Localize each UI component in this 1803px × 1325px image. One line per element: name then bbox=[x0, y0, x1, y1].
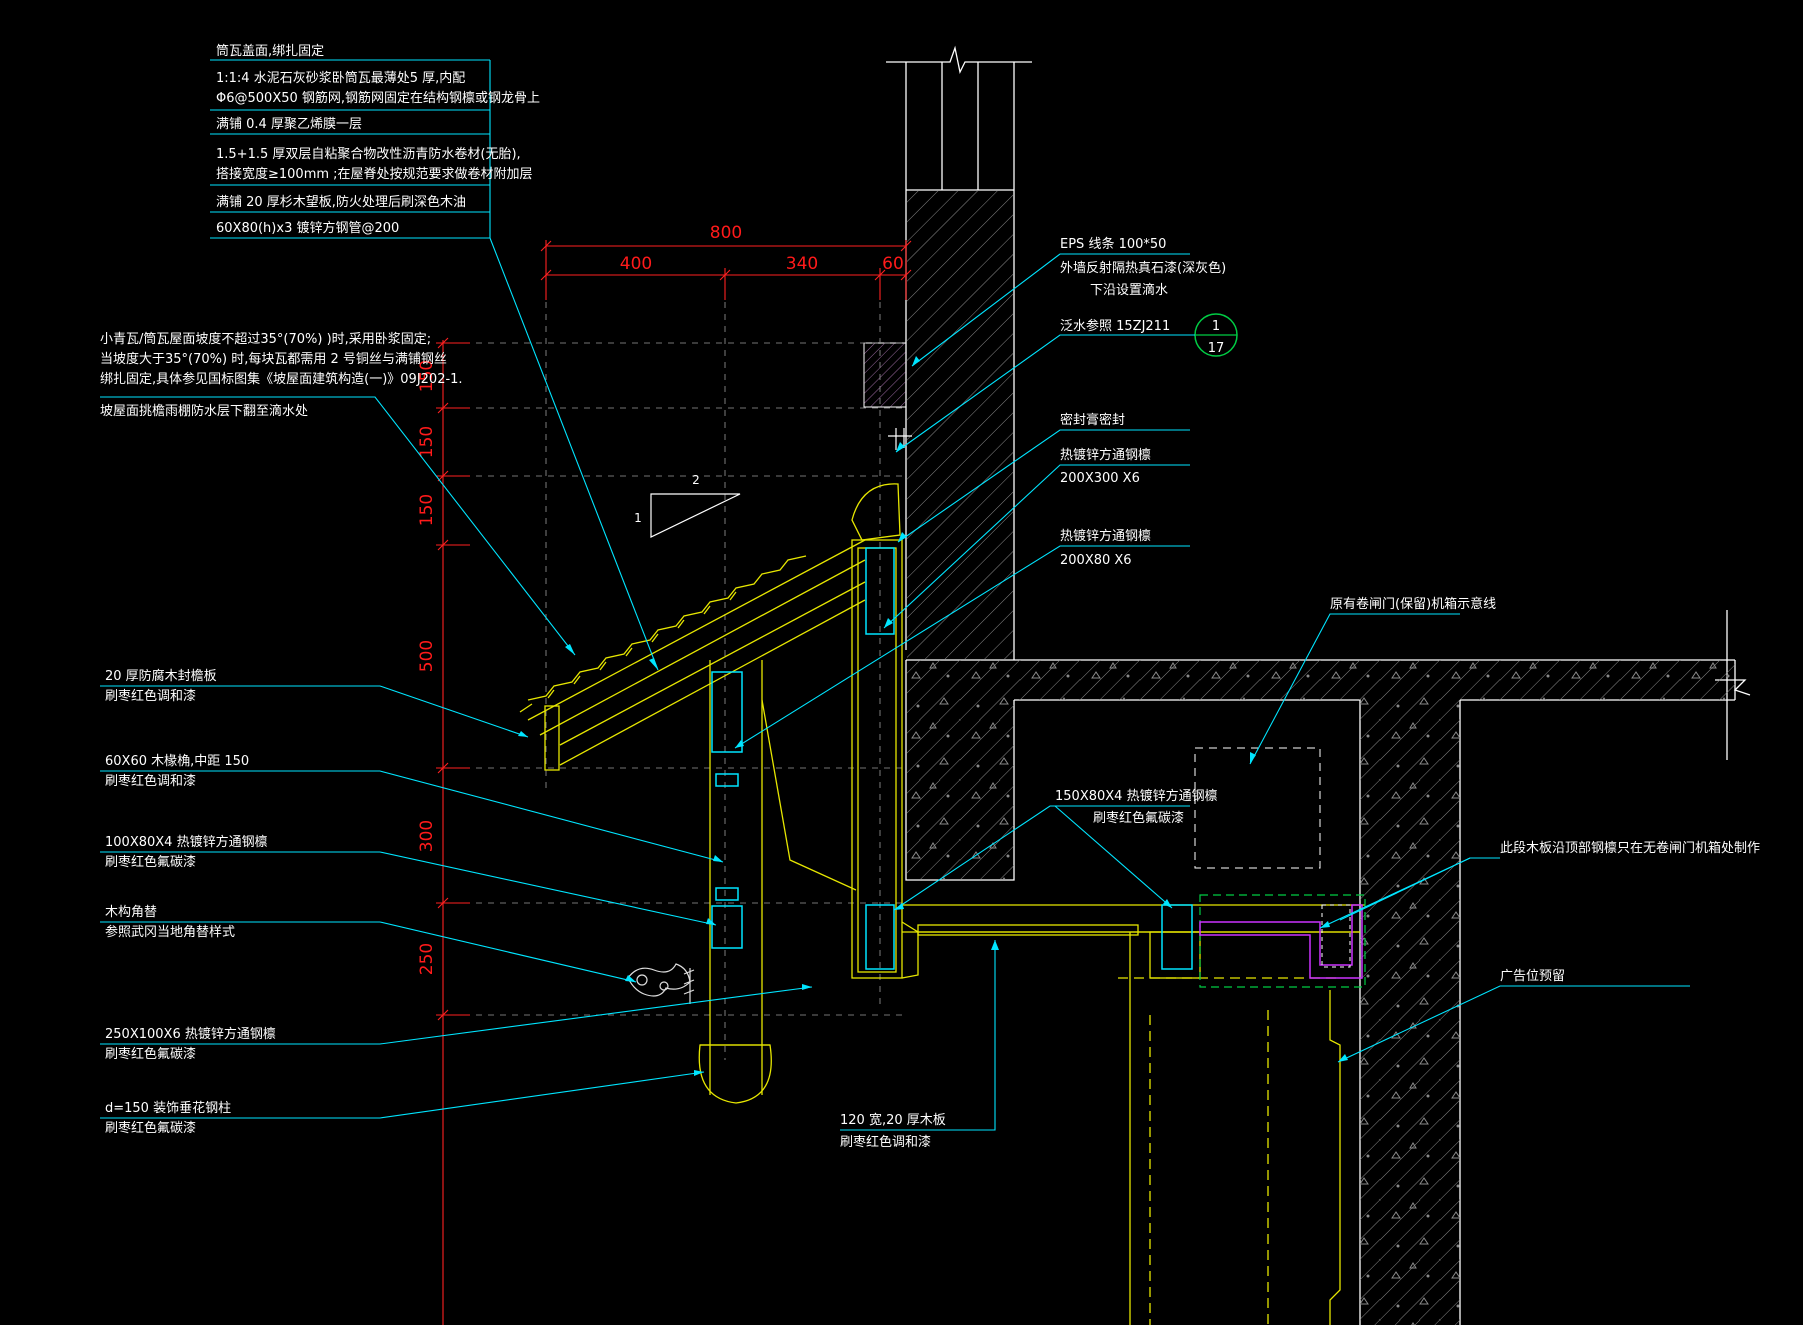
spec-row-3-line-2: 搭接宽度≥100mm ;在屋脊处按规范要求做卷材附加层 bbox=[216, 166, 533, 182]
slope-run-label: 2 bbox=[692, 473, 700, 487]
spec-row-5: 60X80(h)x3 镀锌方钢管@200 bbox=[216, 220, 399, 236]
callout-rafter-2: 刷枣红色调和漆 bbox=[105, 773, 196, 789]
slope-note-line-2: 当坡度大于35°(70%) 时,每块瓦都需用 2 号铜丝与满铺钢丝 bbox=[100, 351, 447, 367]
spec-row-2: 满铺 0.4 厚聚乙烯膜一层 bbox=[216, 117, 362, 132]
callout-steel-150x80-1: 150X80X4 热镀锌方通钢檩 bbox=[1055, 788, 1218, 804]
slope-note-line-3: 绑扎固定,具体参见国标图集《坡屋面建筑构造(一)》09J202-1. bbox=[100, 371, 463, 387]
callout-steel-200x80-1: 热镀锌方通钢檩 bbox=[1060, 528, 1151, 544]
callout-fascia-2: 刷枣红色调和漆 bbox=[105, 688, 196, 704]
slope-note: 小青瓦/筒瓦屋面坡度不超过35°(70%) )时,采用卧浆固定; 当坡度大于35… bbox=[100, 331, 463, 419]
construction-grid bbox=[440, 290, 906, 1060]
callout-flashing: 泛水参照 15ZJ211 bbox=[1060, 318, 1170, 334]
spec-table-title: 筒瓦盖面,绑扎固定 bbox=[216, 43, 324, 59]
dim-height-2: 150 bbox=[417, 426, 437, 458]
callout-steel-200x80-2: 200X80 X6 bbox=[1060, 553, 1132, 568]
dim-total-width: 800 bbox=[710, 223, 742, 243]
callout-purlin-2: 刷枣红色氟碳漆 bbox=[105, 854, 196, 870]
callout-board-2: 刷枣红色调和漆 bbox=[840, 1134, 931, 1150]
slope-note-line-5: 坡屋面挑檐雨棚防水层下翻至滴水处 bbox=[100, 403, 308, 419]
callout-beam-2: 刷枣红色氟碳漆 bbox=[105, 1046, 196, 1062]
callout-purlin-1: 100X80X4 热镀锌方通钢檩 bbox=[105, 834, 268, 850]
slope-note-line-1: 小青瓦/筒瓦屋面坡度不超过35°(70%) )时,采用卧浆固定; bbox=[100, 331, 431, 347]
callout-eps-1: EPS 线条 100*50 bbox=[1060, 236, 1166, 252]
callout-bracket-1: 木构角替 bbox=[105, 905, 157, 920]
callout-eps-3: 下沿设置滴水 bbox=[1090, 282, 1168, 298]
callout-bracket-2: 参照武冈当地角替样式 bbox=[105, 924, 235, 940]
roller-shutter-box bbox=[1194, 747, 1321, 869]
dim-width-3: 60 bbox=[882, 254, 904, 274]
callout-eps-2: 外墙反射隔热真石漆(深灰色) bbox=[1060, 260, 1226, 276]
dim-height-3: 150 bbox=[417, 494, 437, 526]
callout-steel-150x80-2: 刷枣红色氟碳漆 bbox=[1093, 810, 1184, 826]
callout-billboard: 广告位预留 bbox=[1500, 969, 1565, 984]
canopy-structure bbox=[519, 483, 1365, 1325]
dim-height-6: 250 bbox=[417, 943, 437, 975]
callout-column-1: d=150 装饰垂花钢柱 bbox=[105, 1100, 231, 1116]
spec-table: 筒瓦盖面,绑扎固定 1:1:4 水泥石灰砂浆卧筒瓦最薄处5 厚,内配 Φ6@50… bbox=[210, 43, 540, 239]
callout-steel-200x300-1: 热镀锌方通钢檩 bbox=[1060, 447, 1151, 463]
detail-marker-bottom: 17 bbox=[1208, 341, 1225, 356]
callout-fascia-1: 20 厚防腐木封檐板 bbox=[105, 668, 217, 684]
shutter-wood-zone bbox=[1199, 894, 1366, 988]
dim-width-1: 400 bbox=[620, 254, 652, 274]
callout-beam-1: 250X100X6 热镀锌方通钢檩 bbox=[105, 1026, 276, 1042]
spec-row-4: 满铺 20 厚杉木望板,防火处理后刷深色木油 bbox=[216, 194, 466, 210]
callout-steel-200x300-2: 200X300 X6 bbox=[1060, 471, 1140, 486]
callout-sealant: 密封膏密封 bbox=[1060, 412, 1125, 428]
wood-bracket-ornament bbox=[627, 963, 695, 1004]
spec-row-3-line-1: 1.5+1.5 厚双层自粘聚合物改性沥青防水卷材(无胎), bbox=[216, 146, 521, 162]
concrete-slab-hatch bbox=[907, 660, 1735, 1325]
callout-shutter-box: 原有卷闸门(保留)机箱示意线 bbox=[1330, 596, 1496, 612]
upper-wall-hatch bbox=[907, 191, 1013, 659]
slope-indicator bbox=[650, 493, 741, 538]
callout-rafter-1: 60X60 木椽桷,中距 150 bbox=[105, 754, 249, 769]
callout-board-1: 120 宽,20 厚木板 bbox=[840, 1112, 946, 1128]
leader-arrowheads bbox=[518, 356, 1348, 1076]
detail-reference-marker: 1 17 bbox=[1194, 313, 1238, 357]
left-callouts: 20 厚防腐木封檐板 刷枣红色调和漆 60X60 木椽桷,中距 150 刷枣红色… bbox=[105, 668, 276, 1136]
spec-row-1-line-1: 1:1:4 水泥石灰砂浆卧筒瓦最薄处5 厚,内配 bbox=[216, 70, 465, 86]
eps-molding bbox=[863, 342, 907, 408]
vertical-dimensions bbox=[436, 337, 470, 1325]
horizontal-dimensions bbox=[540, 240, 912, 300]
leader-lines bbox=[100, 237, 1690, 1131]
flashing-symbol bbox=[888, 428, 912, 450]
steel-tubes bbox=[711, 547, 1193, 970]
dim-height-4: 500 bbox=[417, 640, 437, 672]
dim-width-2: 340 bbox=[786, 254, 818, 274]
spec-row-1-line-2: Φ6@500X50 钢筋网,钢筋网固定在结构钢檩或钢龙骨上 bbox=[216, 90, 540, 106]
dim-height-5: 300 bbox=[417, 820, 437, 852]
dim-height-1: 150 bbox=[417, 360, 437, 392]
right-callouts: EPS 线条 100*50 外墙反射隔热真石漆(深灰色) 下沿设置滴水 泛水参照… bbox=[840, 236, 1760, 1150]
callout-column-2: 刷枣红色氟碳漆 bbox=[105, 1120, 196, 1136]
slope-rise-label: 1 bbox=[634, 511, 642, 525]
detail-marker-top: 1 bbox=[1212, 319, 1220, 334]
callout-wood-segment: 此段木板沿顶部钢檩只在无卷闸门机箱处制作 bbox=[1500, 840, 1760, 856]
